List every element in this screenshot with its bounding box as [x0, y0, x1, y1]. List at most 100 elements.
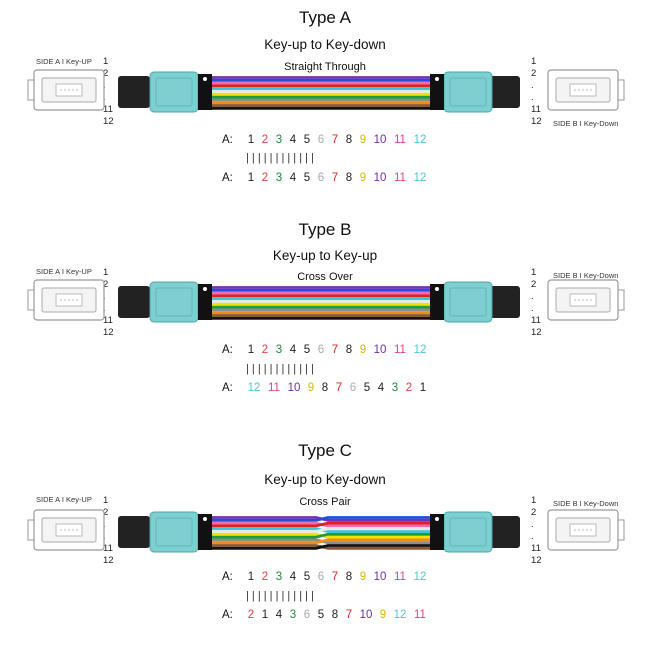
panel-title: Type B: [298, 220, 352, 239]
panel-title: Type A: [299, 8, 351, 27]
fiber-number: 8: [345, 172, 353, 184]
panel-subtitle: Key-up to Key-down: [264, 37, 386, 52]
fiber-number: 3: [289, 609, 297, 621]
fiber-number: 1: [247, 172, 255, 184]
fiber-number: 4: [289, 344, 297, 356]
fiber-number: 4: [377, 382, 385, 394]
fiber-number: 3: [275, 134, 283, 146]
row-label: A:: [222, 172, 233, 184]
fiber-number: 1: [247, 344, 255, 356]
fiber-line: [212, 544, 432, 550]
fiber-number: 8: [345, 134, 353, 146]
mpo-connector-icon: [430, 511, 520, 553]
fiber-number: 9: [379, 609, 387, 621]
fiber-number: 4: [289, 172, 297, 184]
fiber-number: 10: [287, 382, 301, 394]
fiber-number: 2: [261, 571, 269, 583]
fiber-number: 2: [261, 134, 269, 146]
mpo-connector-icon: [118, 71, 212, 113]
row-label: A:: [222, 134, 233, 146]
left-side-label: SIDE A I Key-UP: [36, 57, 92, 66]
row-label: A:: [222, 344, 233, 356]
fiber-number: 2: [261, 344, 269, 356]
fiber-line: [212, 527, 432, 533]
right-side-label: SIDE B I Key-Down: [553, 499, 619, 508]
fiber-number: 7: [331, 571, 339, 583]
polarity-mode: Cross Over: [297, 271, 353, 283]
panel-subtitle: Key-up to Key-up: [272, 248, 378, 263]
fiber-number: 7: [331, 344, 339, 356]
fiber-line: [212, 538, 432, 545]
polarity-mode: Cross Pair: [299, 496, 351, 508]
fiber-number: 9: [359, 344, 367, 356]
mpo-connector-icon: [118, 511, 212, 553]
fiber-number: 3: [275, 344, 283, 356]
fiber-number: 8: [331, 609, 339, 621]
fiber-number: 11: [394, 571, 406, 583]
fiber-number: 4: [289, 134, 297, 146]
mpo-connector-icon: [118, 281, 212, 323]
fiber-number: 7: [335, 382, 343, 394]
fiber-number: 10: [373, 134, 387, 146]
panel-subtitle: Key-up to Key-down: [264, 472, 386, 487]
fiber-number: 12: [247, 382, 261, 394]
fiber-number: 9: [359, 134, 367, 146]
fiber-number: 11: [394, 172, 406, 184]
mpo-connector-icon: [430, 71, 520, 113]
fiber-number: 5: [303, 344, 311, 356]
fiber-number: 6: [317, 571, 325, 583]
row-label: A:: [222, 571, 233, 583]
fiber-number: 3: [275, 172, 283, 184]
transceiver-port-icon: [547, 69, 625, 111]
fiber-number: 12: [413, 344, 427, 356]
cable-diagram: [27, 279, 625, 323]
fiber-number: 12: [413, 134, 427, 146]
fiber-number: 6: [317, 134, 325, 146]
fiber-number: 7: [345, 609, 353, 621]
cable-diagram: [27, 69, 625, 113]
fiber-number: 5: [317, 609, 325, 621]
fiber-number: 5: [303, 571, 311, 583]
fiber-number: 5: [303, 134, 311, 146]
right-side-label: SIDE B I Key-Down: [553, 271, 619, 280]
transceiver-port-icon: [27, 279, 105, 321]
fiber-number: 6: [303, 609, 311, 621]
fiber-number: 1: [419, 382, 427, 394]
fiber-number: 5: [363, 382, 371, 394]
transceiver-port-icon: [547, 509, 625, 551]
fiber-number: 10: [373, 344, 387, 356]
fiber-number: 8: [345, 571, 353, 583]
fiber-number: 10: [359, 609, 373, 621]
fiber-number: 12: [393, 609, 407, 621]
fiber-number: 2: [405, 382, 413, 394]
fiber-number: 9: [307, 382, 315, 394]
left-side-label: SIDE A I Key-UP: [36, 495, 92, 504]
fiber-number: 4: [289, 571, 297, 583]
mapping-bars: | | | | | | | | | | | |: [246, 152, 314, 164]
fiber-number: 1: [261, 609, 269, 621]
fiber-number: 3: [275, 571, 283, 583]
fiber-number: 10: [373, 172, 387, 184]
fiber-number: 1: [247, 134, 255, 146]
fiber-number: 6: [349, 382, 357, 394]
row-label: A:: [222, 609, 233, 621]
panel-type-c: Type C Key-up to Key-down Cross Pair SID…: [0, 430, 650, 650]
panel-type-b: Type B Key-up to Key-up Cross Over SIDE …: [0, 210, 650, 430]
fiber-number: 6: [317, 172, 325, 184]
fiber-number: 9: [359, 571, 367, 583]
polarity-mode: Straight Through: [284, 61, 366, 73]
cable-diagram: [27, 509, 625, 553]
row-label: A:: [222, 382, 233, 394]
transceiver-port-icon: [27, 69, 105, 111]
mpo-connector-icon: [430, 281, 520, 323]
fiber-line: [212, 521, 432, 528]
fiber-number: 6: [317, 344, 325, 356]
fiber-number: 11: [414, 609, 426, 621]
